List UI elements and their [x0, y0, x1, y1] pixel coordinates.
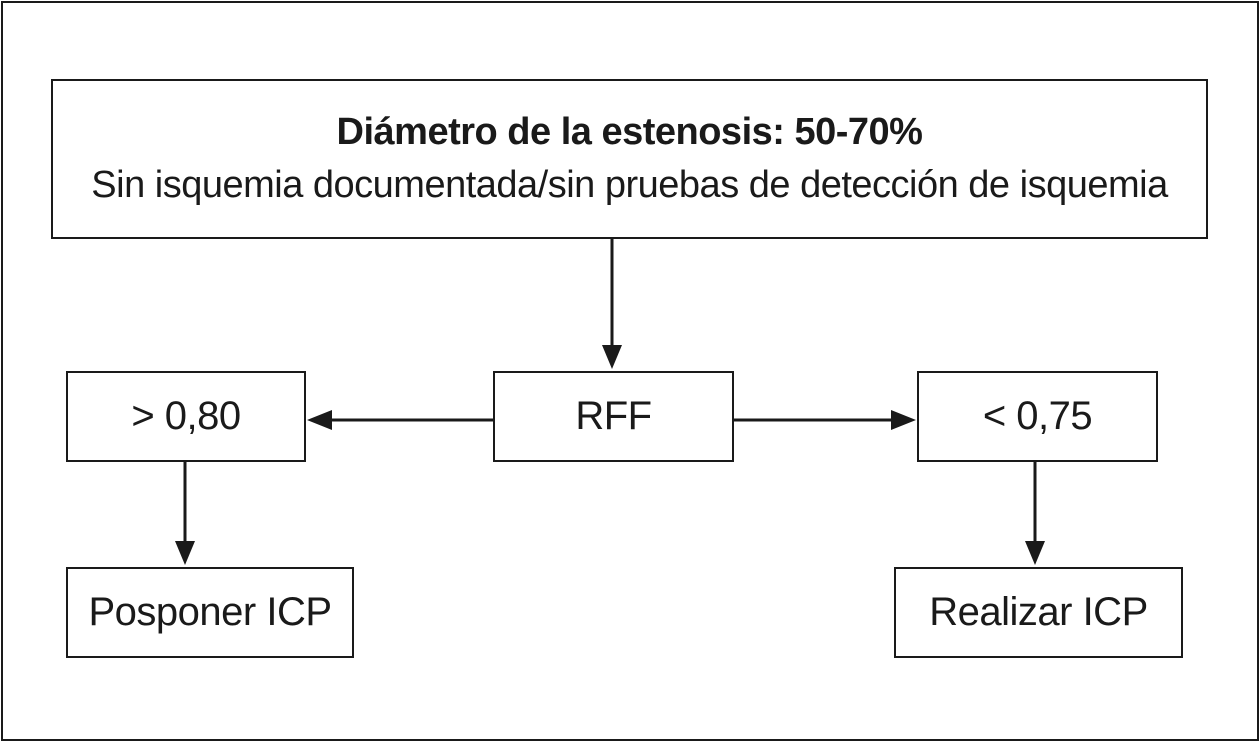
defer-pci-node: Posponer ICP	[66, 567, 354, 658]
edge-rff-to-lt	[734, 410, 916, 430]
edge-lt-to-perform	[1025, 462, 1045, 565]
defer-pci-label: Posponer ICP	[88, 590, 332, 634]
stenosis-title: Diámetro de la estenosis: 50-70%	[336, 111, 923, 153]
edge-top-to-rff	[602, 239, 622, 369]
edge-rff-to-gt	[307, 410, 493, 430]
rff-node: RFF	[493, 371, 734, 462]
perform-pci-label: Realizar ICP	[929, 590, 1148, 634]
ffr-below-threshold-label: < 0,75	[982, 394, 1093, 438]
ffr-above-threshold-label: > 0,80	[131, 394, 241, 438]
stenosis-criteria-box: Diámetro de la estenosis: 50-70% Sin isq…	[51, 79, 1208, 239]
edge-gt-to-defer	[175, 462, 195, 565]
stenosis-subtitle: Sin isquemia documentada/sin pruebas de …	[91, 164, 1168, 206]
rff-label: RFF	[575, 394, 652, 438]
ffr-below-threshold-node: < 0,75	[917, 371, 1158, 462]
ffr-above-threshold-node: > 0,80	[66, 371, 306, 462]
perform-pci-node: Realizar ICP	[894, 567, 1183, 658]
